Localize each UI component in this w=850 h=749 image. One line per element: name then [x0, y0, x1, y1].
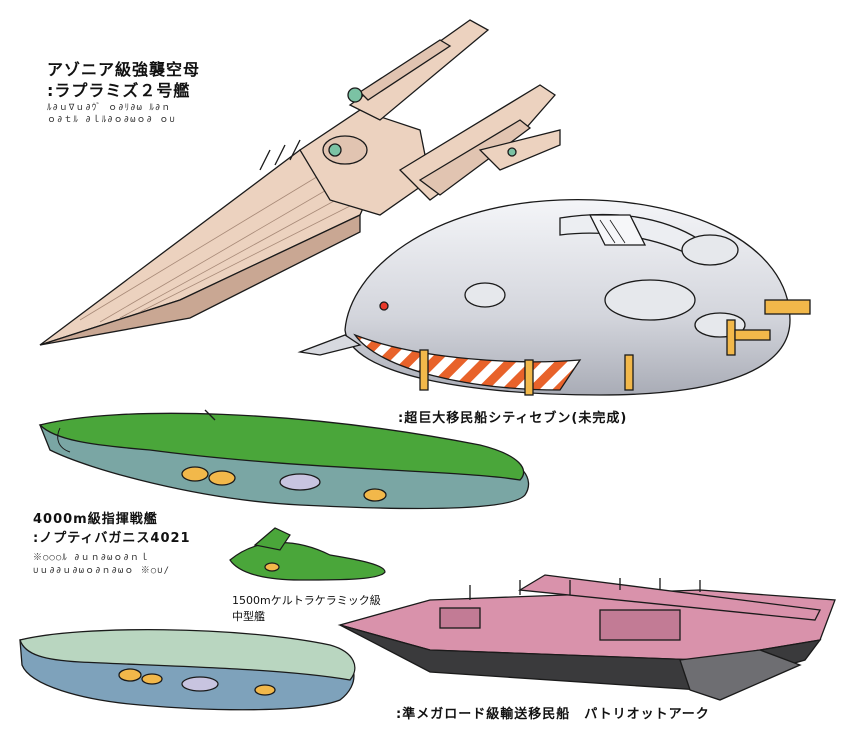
cruiser-ship: [229, 527, 386, 581]
battleship-alien-script-line-1: ※○○○ﾙ ∂ｕｎ∂ωｏ∂ｎｌ: [33, 553, 150, 563]
cruiser-class-subtitle: 中型艦: [232, 610, 265, 623]
city-seven-title: :超巨大移民船シティセブン(未完成): [398, 411, 628, 426]
transport-title: :準メガロード級輸送移民船 パトリオットアーク: [396, 707, 710, 722]
pale-battleship-ship: [19, 629, 356, 711]
battleship-alien-script-line-2: ∪ｕ∂∂ｕ∂ωｏ∂ｎ∂ωｏ ※○∪∕: [33, 566, 171, 576]
carrier-ship-name: :ラプラミズ２号艦: [47, 81, 191, 100]
battleship-class-title: 4000m級指揮戦艦: [33, 512, 158, 527]
carrier-ship: [39, 19, 561, 346]
cruiser-class-title: 1500mケルトラケラミック級: [232, 594, 381, 607]
battleship-ship: [38, 409, 530, 510]
transport-ship: [337, 574, 836, 701]
carrier-alien-script-line-2: ｏ∂ｔﾙ ∂ｌﾙ∂ｏ∂ωｏ∂ ｏ∪: [47, 115, 176, 125]
carrier-class-title: アゾニア級強襲空母: [47, 60, 201, 79]
city-seven-ship: [297, 199, 811, 396]
battleship-ship-name: :ノプティバガニス4021: [33, 531, 191, 546]
carrier-alien-script-line-1: ﾙ∂ｕ∇ｕ∂ｳﾞ ｏ∂ﾘ∂ω ﾙ∂ｎ: [47, 103, 172, 113]
